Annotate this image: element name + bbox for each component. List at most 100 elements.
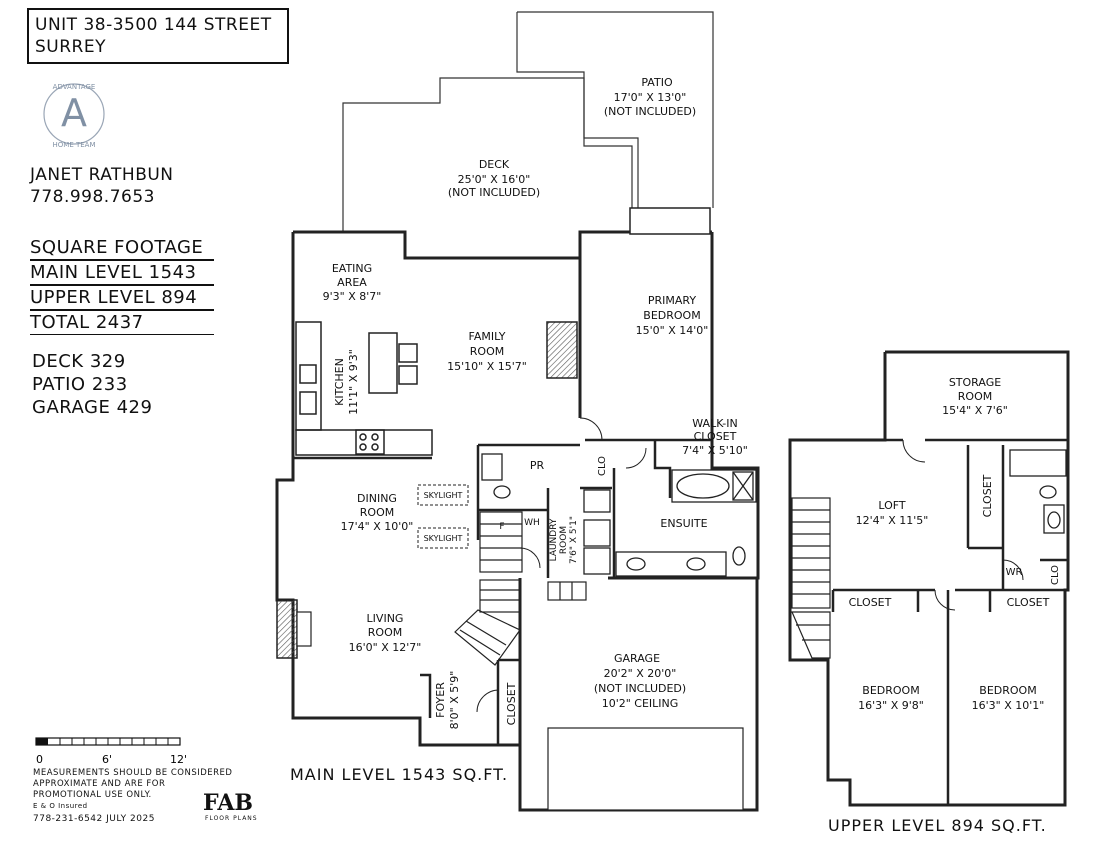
square-footage-block: SQUARE FOOTAGE MAIN LEVEL 1543 UPPER LEV… (30, 236, 214, 335)
primary-name-1: PRIMARY (648, 294, 696, 307)
garage-note: (NOT INCLUDED) (594, 682, 686, 695)
ensuite-label: ENSUITE (660, 517, 707, 530)
loft-name: LOFT (878, 499, 906, 512)
disclaimer-line-4: E & O Insured (33, 802, 88, 810)
walkin-name-1: WALK-IN (692, 417, 737, 430)
disclaimer-line-1: MEASUREMENTS SHOULD BE CONSIDERED (33, 768, 233, 778)
laundry-dims: 7'6" X 5'1" (569, 516, 579, 564)
skylight-label-1: SKYLIGHT (424, 491, 463, 500)
scale-six: 6' (102, 753, 112, 766)
closet-right-label: CLOSET (1007, 596, 1050, 609)
sqft-main: MAIN LEVEL 1543 (30, 261, 214, 286)
family-name-2: ROOM (470, 345, 504, 358)
extras-patio: PATIO 233 (32, 374, 128, 395)
upper-level-plan (788, 350, 1070, 807)
walkin-name-2: CLOSET (694, 430, 737, 443)
advantage-logo: A ADVANTAGE HOME TEAM (43, 83, 105, 149)
deck-dims: 25'0" X 16'0" (458, 173, 531, 186)
kitchen-dims: 11'1" X 9'3" (347, 349, 360, 415)
patio-name: PATIO (641, 76, 673, 89)
skylight-label-2: SKYLIGHT (424, 534, 463, 543)
eating-dims: 9'3" X 8'7" (323, 290, 382, 303)
kitchen-name: KITCHEN (333, 358, 346, 406)
storage-name-2: ROOM (958, 390, 992, 403)
address-box: UNIT 38-3500 144 STREET SURREY (27, 8, 289, 64)
family-fireplace (546, 321, 578, 379)
disclaimer-line-5: 778-231-6542 JULY 2025 (33, 814, 155, 824)
agent-phone: 778.998.7653 (30, 187, 155, 207)
extras-garage: GARAGE 429 (32, 397, 153, 418)
closet-loft-label: CLOSET (981, 474, 994, 517)
agent-info: JANET RATHBUN 778.998.7653 (30, 164, 174, 208)
patio-dims: 17'0" X 13'0" (614, 91, 687, 104)
loft-dims: 12'4" X 11'5" (856, 514, 929, 527)
patio-note: (NOT INCLUDED) (604, 105, 696, 118)
laundry-name-1: LAUNDRY (549, 518, 559, 561)
bedroom-right-name: BEDROOM (979, 684, 1036, 697)
living-dims: 16'0" X 12'7" (349, 641, 422, 654)
pr-label: PR (530, 459, 545, 472)
sqft-heading: SQUARE FOOTAGE (30, 236, 214, 261)
storage-name-1: STORAGE (949, 376, 1001, 389)
primary-name-2: BEDROOM (643, 309, 700, 322)
storage-dims: 15'4" X 7'6" (942, 404, 1008, 417)
logo-letter: A (61, 91, 87, 135)
garage-door (547, 727, 744, 811)
dining-dims: 17'4" X 10'0" (341, 520, 414, 533)
address-line-2: SURREY (35, 37, 106, 57)
living-fireplace (276, 599, 298, 659)
bedroom-right-dims: 16'3" X 10'1" (972, 699, 1045, 712)
foyer-dims: 8'0" X 5'9" (448, 671, 461, 730)
deck-outline (342, 77, 633, 232)
garage-ceiling: 10'2" CEILING (602, 697, 679, 710)
skylight-1 (417, 484, 469, 506)
sqft-total: TOTAL 2437 (30, 311, 214, 335)
walkin-dims: 7'4" X 5'10" (682, 444, 748, 457)
living-name-1: LIVING (367, 612, 404, 625)
patio-outline (517, 11, 714, 208)
clo-label-main: CLO (597, 456, 608, 476)
scale-zero: 0 (36, 753, 43, 766)
main-level-plan (275, 11, 760, 812)
fab-brand-sub: FLOOR PLANS (205, 815, 258, 822)
f-mark: F (499, 522, 504, 532)
wr-label: WR (1006, 567, 1023, 578)
eating-name-2: AREA (337, 276, 367, 289)
eating-name-1: EATING (332, 262, 372, 275)
disclaimer: MEASUREMENTS SHOULD BE CONSIDERED APPROX… (33, 768, 253, 825)
disclaimer-line-2: APPROXIMATE AND ARE FOR (33, 779, 166, 789)
dining-name-1: DINING (357, 492, 397, 505)
skylight-2 (417, 527, 469, 549)
fab-brand-logo: FAB (203, 790, 253, 816)
family-name-1: FAMILY (469, 330, 506, 343)
sqft-upper: UPPER LEVEL 894 (30, 286, 214, 311)
scale-bar: 0 6' 12' (35, 737, 187, 766)
deck-note: (NOT INCLUDED) (448, 186, 540, 199)
dining-name-2: ROOM (360, 506, 394, 519)
logo-bottom-text: HOME TEAM (53, 141, 96, 149)
upper-level-caption: UPPER LEVEL 894 SQ.FT. (828, 816, 1047, 835)
scale-twelve: 12' (170, 753, 187, 766)
logo-top-text: ADVANTAGE (53, 83, 96, 91)
family-dims: 15'10" X 15'7" (447, 360, 527, 373)
garage-name: GARAGE (614, 652, 660, 665)
main-level-caption: MAIN LEVEL 1543 SQ.FT. (290, 765, 509, 784)
address-line-1: UNIT 38-3500 144 STREET (35, 15, 272, 35)
closet-left-label: CLOSET (849, 596, 892, 609)
clo-label-upper: CLO (1050, 565, 1061, 585)
bedroom-left-name: BEDROOM (862, 684, 919, 697)
foyer-name: FOYER (434, 682, 447, 718)
bedroom-left-dims: 16'3" X 9'8" (858, 699, 924, 712)
deck-name: DECK (479, 158, 510, 171)
wh-mark: WH (524, 518, 540, 528)
closet-foyer-label: CLOSET (505, 682, 518, 725)
primary-dims: 15'0" X 14'0" (636, 324, 709, 337)
laundry-name-2: ROOM (559, 526, 569, 554)
disclaimer-line-3: PROMOTIONAL USE ONLY. (33, 790, 152, 800)
living-name-2: ROOM (368, 626, 402, 639)
agent-name: JANET RATHBUN (30, 165, 174, 185)
extras-block: DECK 329 PATIO 233 GARAGE 429 (32, 350, 152, 419)
extras-deck: DECK 329 (32, 351, 126, 372)
garage-dims: 20'2" X 20'0" (604, 667, 677, 680)
